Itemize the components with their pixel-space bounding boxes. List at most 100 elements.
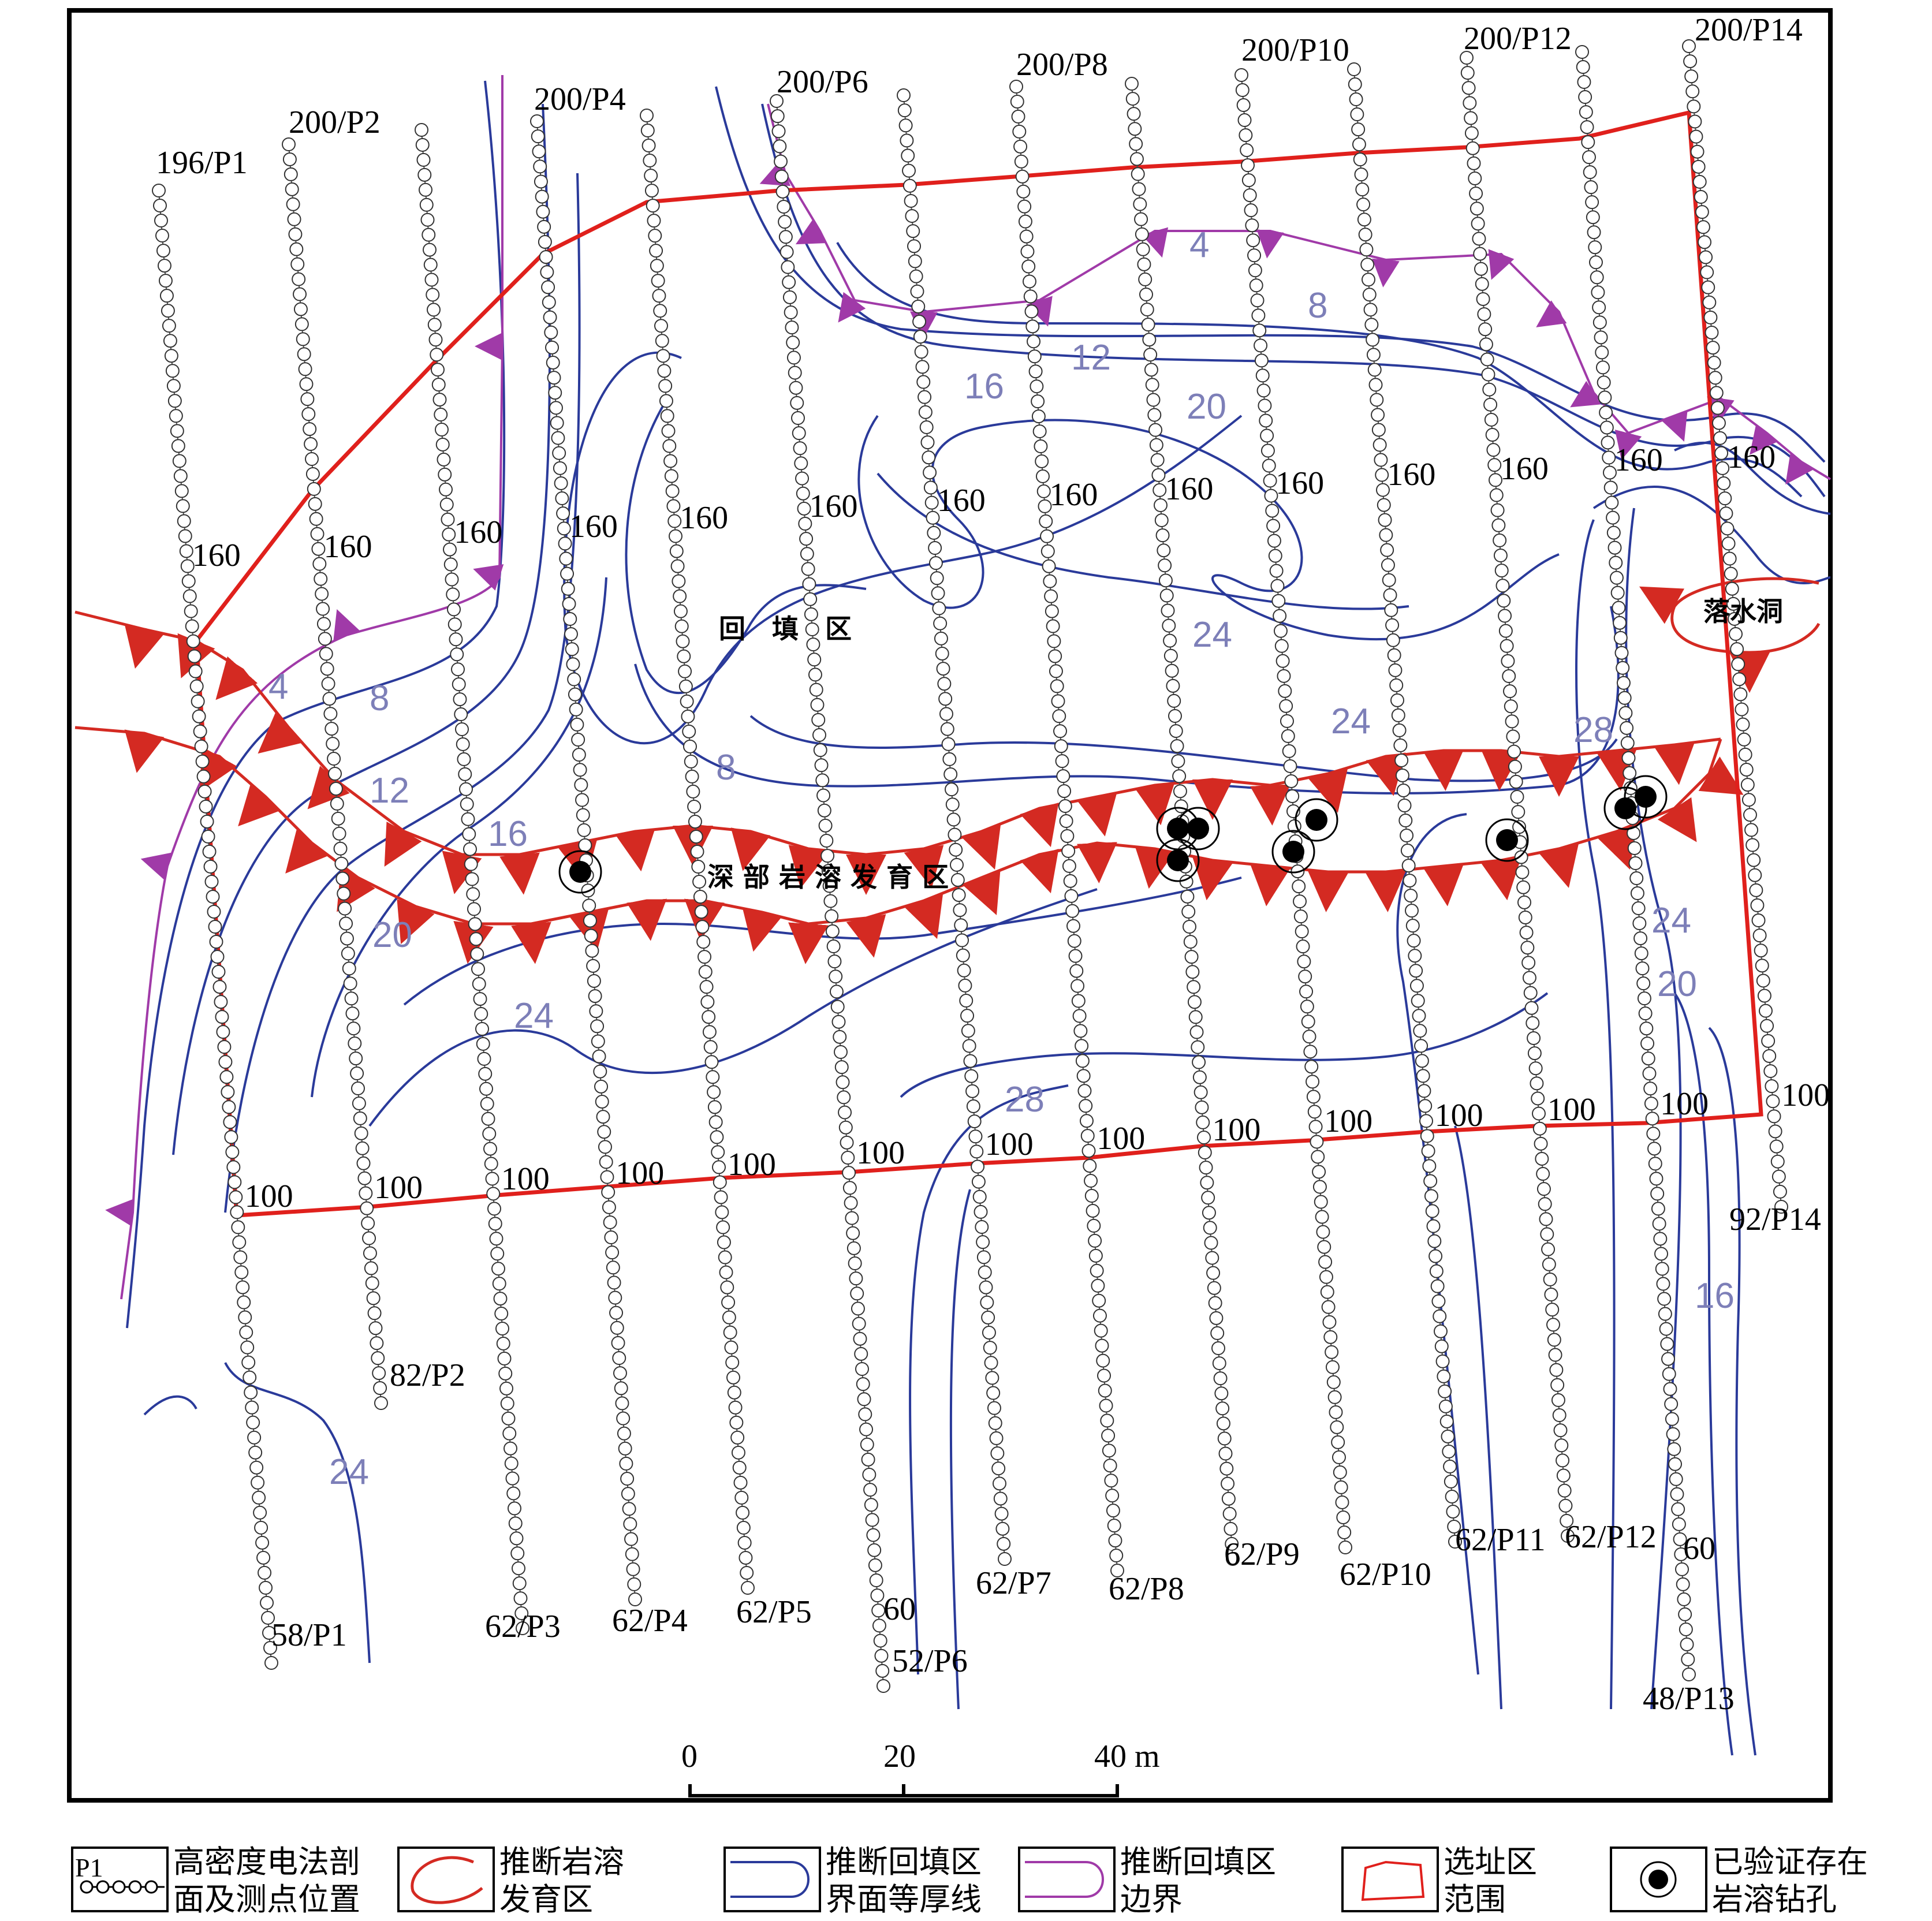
survey-point — [1403, 874, 1417, 888]
survey-point — [918, 405, 933, 419]
survey-point — [1414, 1039, 1429, 1053]
survey-point — [919, 420, 934, 434]
survey-point — [1553, 1423, 1568, 1438]
deep-karst-zone-label: 深 部 岩 溶 发 育 区 — [707, 861, 949, 893]
survey-point — [473, 992, 487, 1006]
survey-point — [1439, 1414, 1454, 1428]
survey-point — [1090, 1263, 1104, 1278]
survey-point — [1665, 1412, 1679, 1426]
survey-point — [1061, 844, 1076, 858]
survey-point — [1591, 285, 1605, 300]
survey-point — [422, 227, 436, 242]
survey-point — [230, 1205, 244, 1219]
survey-point — [1424, 1189, 1438, 1203]
survey-point — [1196, 1115, 1210, 1129]
survey-point — [849, 1271, 863, 1286]
survey-point — [331, 811, 345, 826]
survey-point — [641, 139, 656, 153]
profile-bottom-label: 62/P5 — [736, 1594, 812, 1630]
survey-point — [1381, 558, 1395, 572]
survey-point — [1293, 894, 1307, 909]
survey-point — [1651, 1202, 1665, 1216]
survey-profiles: 196/P158/P1160100200/P282/P216010062/P31… — [152, 12, 1830, 1717]
survey-point — [1609, 555, 1623, 570]
survey-point — [695, 920, 710, 934]
survey-point — [1523, 986, 1538, 1000]
survey-point — [1247, 248, 1262, 263]
survey-point — [931, 586, 945, 600]
survey-point — [1015, 169, 1030, 184]
survey-point — [1519, 926, 1534, 940]
survey-point — [1084, 1189, 1099, 1203]
survey-point — [1325, 1345, 1339, 1359]
survey-point — [602, 1200, 616, 1214]
profile-top-label: 200/P14 — [1695, 12, 1803, 48]
survey-point — [1187, 980, 1201, 994]
survey-point — [897, 103, 912, 118]
survey-point — [855, 1362, 869, 1376]
survey-point — [1202, 1206, 1216, 1220]
survey-point — [821, 864, 836, 878]
drillhole-dot — [1282, 841, 1304, 863]
survey-point — [939, 707, 953, 721]
survey-point — [1420, 1129, 1434, 1143]
drillhole-dot — [1614, 797, 1636, 819]
survey-point — [286, 197, 300, 211]
survey-point — [829, 984, 844, 999]
survey-point — [428, 333, 443, 347]
survey-point — [499, 1381, 513, 1396]
survey-point — [1353, 152, 1367, 167]
survey-point — [1319, 1270, 1333, 1284]
survey-point — [1148, 423, 1163, 437]
survey-point — [877, 1679, 890, 1693]
survey-point — [1517, 895, 1531, 909]
survey-point — [189, 679, 204, 693]
survey-point — [1127, 107, 1141, 121]
survey-point — [510, 1546, 525, 1561]
survey-point — [300, 392, 315, 406]
survey-point — [813, 743, 827, 758]
survey-point — [1320, 1285, 1334, 1299]
survey-point — [1097, 1368, 1112, 1383]
survey-point — [1601, 435, 1615, 450]
survey-point — [1694, 190, 1708, 204]
survey-point — [1222, 1506, 1237, 1521]
survey-point — [361, 1216, 375, 1230]
elevation-100-label: 100 — [1547, 1092, 1596, 1128]
survey-point — [560, 566, 575, 581]
survey-point — [591, 1034, 605, 1049]
survey-point — [1630, 886, 1644, 901]
survey-point — [1027, 349, 1042, 364]
survey-point — [714, 1190, 728, 1204]
survey-point — [1490, 503, 1505, 517]
survey-point — [430, 348, 444, 362]
survey-point — [334, 856, 349, 871]
survey-point — [1602, 465, 1617, 480]
survey-point — [419, 197, 434, 212]
survey-point — [1377, 498, 1391, 512]
survey-point — [1702, 295, 1717, 309]
survey-point — [691, 860, 706, 874]
survey-point — [1280, 714, 1294, 728]
survey-point — [1278, 684, 1292, 698]
survey-point — [356, 1156, 371, 1170]
survey-point — [1391, 708, 1405, 722]
survey-point — [689, 829, 703, 844]
survey-point — [964, 1069, 979, 1083]
survey-point — [1068, 949, 1083, 963]
survey-point — [443, 542, 457, 557]
survey-point — [1158, 558, 1172, 573]
survey-point — [1409, 979, 1424, 993]
survey-point — [1747, 853, 1761, 867]
legend-drill-label: 已验证存在 — [1712, 1844, 1868, 1880]
survey-point — [1351, 122, 1366, 137]
survey-point — [727, 1385, 741, 1400]
survey-point — [1769, 1139, 1784, 1154]
survey-point — [237, 1295, 251, 1310]
survey-point — [1358, 227, 1372, 242]
survey-point — [1255, 368, 1270, 383]
survey-point — [1560, 1513, 1574, 1528]
survey-point — [1013, 139, 1028, 154]
survey-point — [1738, 747, 1752, 762]
